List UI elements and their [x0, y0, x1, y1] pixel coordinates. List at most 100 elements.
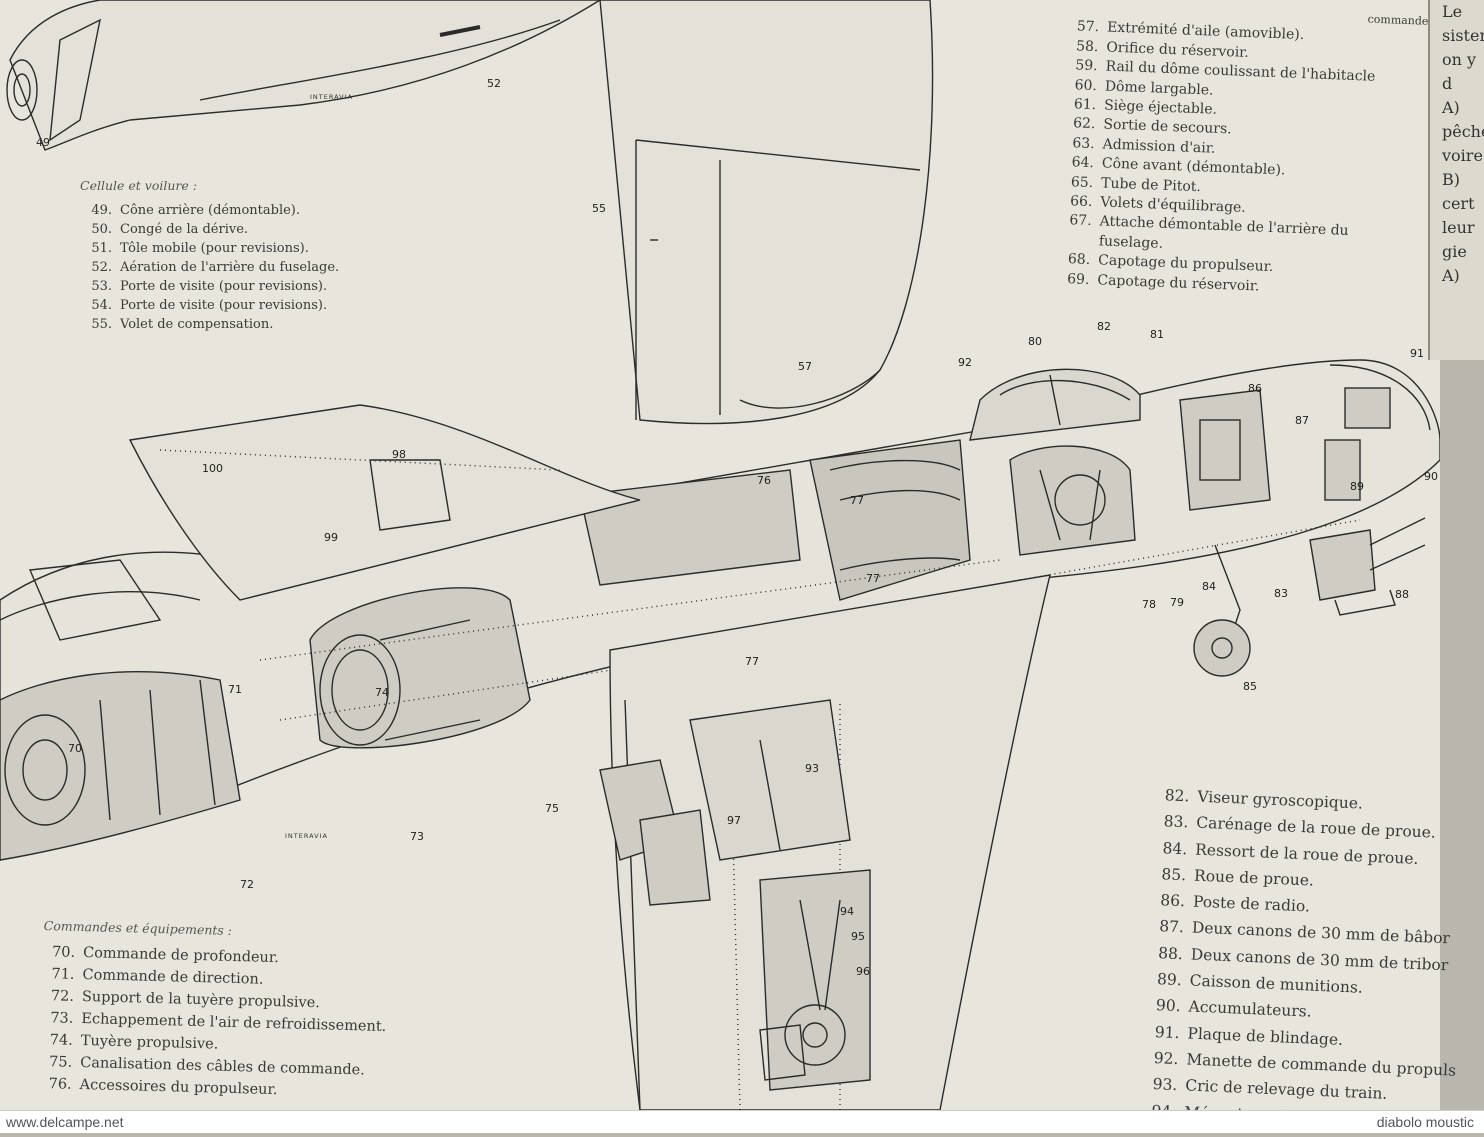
legend-commandes: Commandes et équipements : 70.Commande d…: [39, 918, 389, 1104]
legend-item-text: Porte de visite (pour revisions).: [120, 279, 328, 294]
fragment-line: sister: [1442, 26, 1484, 45]
callout-70: 70: [68, 742, 82, 755]
callout-90: 90: [1424, 470, 1438, 483]
callout-82: 82: [1097, 320, 1111, 333]
callout-77b: 77: [866, 572, 880, 585]
fragment-line: B): [1442, 170, 1460, 189]
legend-item-number: 92.: [1153, 1049, 1179, 1069]
legend-item-number: 70.: [51, 944, 76, 961]
upper-wing: [599, 0, 934, 425]
callout-77c: 77: [745, 655, 759, 668]
fragment-line: leur: [1442, 218, 1475, 237]
legend-item-text: Commande de profondeur.: [82, 945, 280, 967]
legend-item-number: 85.: [1161, 865, 1187, 885]
legend-item: 53. Porte de visite (pour revisions).: [80, 277, 339, 296]
legend-item-number: 59.: [1075, 57, 1098, 75]
guns-assembly: [1309, 439, 1426, 616]
legend-item-number: [1059, 244, 1091, 245]
legend-item-number: 51.: [91, 241, 112, 256]
interavia-mark: INTERAVIA: [285, 832, 328, 840]
legend-item-number: 64.: [1071, 154, 1095, 172]
legend-item-text: Sortie de secours.: [1103, 116, 1232, 138]
callout-78: 78: [1142, 598, 1156, 611]
callout-71: 71: [228, 683, 242, 696]
legend-item-text: Congé de la dérive.: [120, 222, 249, 237]
legend-item-number: 53.: [91, 279, 112, 294]
legend-item-text: Accessoires du propulseur.: [79, 1076, 278, 1099]
legend-item-number: 67.: [1069, 212, 1092, 230]
legend-bottom: 82.Viseur gyroscopique.83.Carénage de la…: [1144, 782, 1468, 1137]
nose-gear: [1193, 544, 1251, 677]
callout-79: 79: [1170, 596, 1184, 609]
legend-item-text: Dôme largable.: [1104, 78, 1214, 99]
legend-item: 55.Volet de compensation.: [80, 315, 339, 334]
fragment-line: A): [1442, 266, 1460, 285]
callout-92: 92: [958, 356, 972, 369]
right-wing: [599, 574, 1051, 1110]
legend-item-text: Plaque de blindage.: [1187, 1024, 1344, 1049]
legend-item-text: Poste de radio.: [1192, 892, 1311, 916]
legend-item-text: Porte de visite (pour revisions).: [120, 298, 328, 313]
callout-74: 74: [375, 686, 389, 699]
legend-top: commande 57.Extrémité d'aile (amovible).…: [1057, 4, 1429, 303]
legend-item-number: 55.: [91, 317, 112, 332]
legend-item-text: Accumulateurs.: [1188, 997, 1312, 1022]
legend-item-number: 68.: [1067, 251, 1091, 269]
callout-76: 76: [757, 474, 771, 487]
callout-83: 83: [1274, 587, 1288, 600]
callout-93: 93: [805, 762, 819, 775]
legend-item-number: 62.: [1072, 115, 1096, 133]
legend-item-text: Tuyère propulsive.: [80, 1033, 219, 1053]
legend-item-number: 49.: [91, 203, 112, 218]
legend-item-number: 88.: [1157, 943, 1184, 963]
legend-item-number: 76.: [48, 1076, 72, 1093]
legend-item: 49. Cône arrière (démontable).: [80, 201, 339, 220]
legend-item-number: 60.: [1074, 76, 1098, 94]
legend-item-number: 50.: [91, 222, 112, 237]
legend-item-number: 73.: [50, 1010, 74, 1027]
callout-80: 80: [1028, 335, 1042, 348]
callout-75: 75: [545, 802, 559, 815]
legend-item-number: 72.: [50, 988, 75, 1005]
legend-item-text: fuselage.: [1098, 233, 1164, 252]
fragment-line: pêché: [1442, 122, 1484, 141]
legend-item-text: Caisson de munitions.: [1189, 971, 1364, 997]
legend-item-number: 61.: [1073, 96, 1097, 114]
legend-item-number: 69.: [1066, 270, 1090, 288]
legend-item-number: 52.: [91, 260, 112, 275]
fragment-line: Le: [1442, 2, 1463, 21]
interavia-mark: INTERAVIA: [310, 93, 353, 101]
legend-item: 51.Tôle mobile (pour revisions).: [80, 239, 339, 258]
legend-item: 50. Congé de la dérive.: [80, 220, 339, 239]
legend-item-text: Roue de proue.: [1193, 866, 1315, 890]
legend-item-number: 87.: [1158, 917, 1185, 937]
next-book-page: [1428, 0, 1484, 360]
legend-item-number: 66.: [1069, 193, 1093, 211]
callout-84: 84: [1202, 580, 1216, 593]
callout-91: 91: [1410, 347, 1424, 360]
callout-100: 100: [202, 462, 223, 475]
callout-88: 88: [1395, 588, 1409, 601]
legend-item-text: Aération de l'arrière du fuselage.: [120, 260, 340, 275]
legend-item-number: 93.: [1152, 1075, 1178, 1095]
legend-item-number: 84.: [1162, 838, 1188, 858]
callout-77a: 77: [850, 494, 864, 507]
callout-96: 96: [856, 965, 870, 978]
callout-97: 97: [727, 814, 741, 827]
fragment-line: voire: [1442, 146, 1483, 165]
legend-item-text: Tube de Pitot.: [1100, 175, 1202, 195]
legend-item-number: 54.: [91, 298, 112, 313]
callout-89: 89: [1350, 480, 1364, 493]
legend-item-number: 65.: [1070, 173, 1094, 191]
footer-seller-label: diabolo moustic: [1376, 1114, 1474, 1130]
legend-item-number: 83.: [1163, 812, 1189, 832]
callout-95: 95: [851, 930, 865, 943]
legend-item-number: 89.: [1156, 970, 1183, 990]
legend-item-text: Cône arrière (démontable).: [120, 203, 301, 218]
fragment-line: A): [1442, 98, 1460, 117]
fragment-line: on y d: [1442, 50, 1477, 93]
callout-85: 85: [1243, 680, 1257, 693]
callout-49: 49: [36, 136, 50, 149]
callout-81: 81: [1150, 328, 1164, 341]
